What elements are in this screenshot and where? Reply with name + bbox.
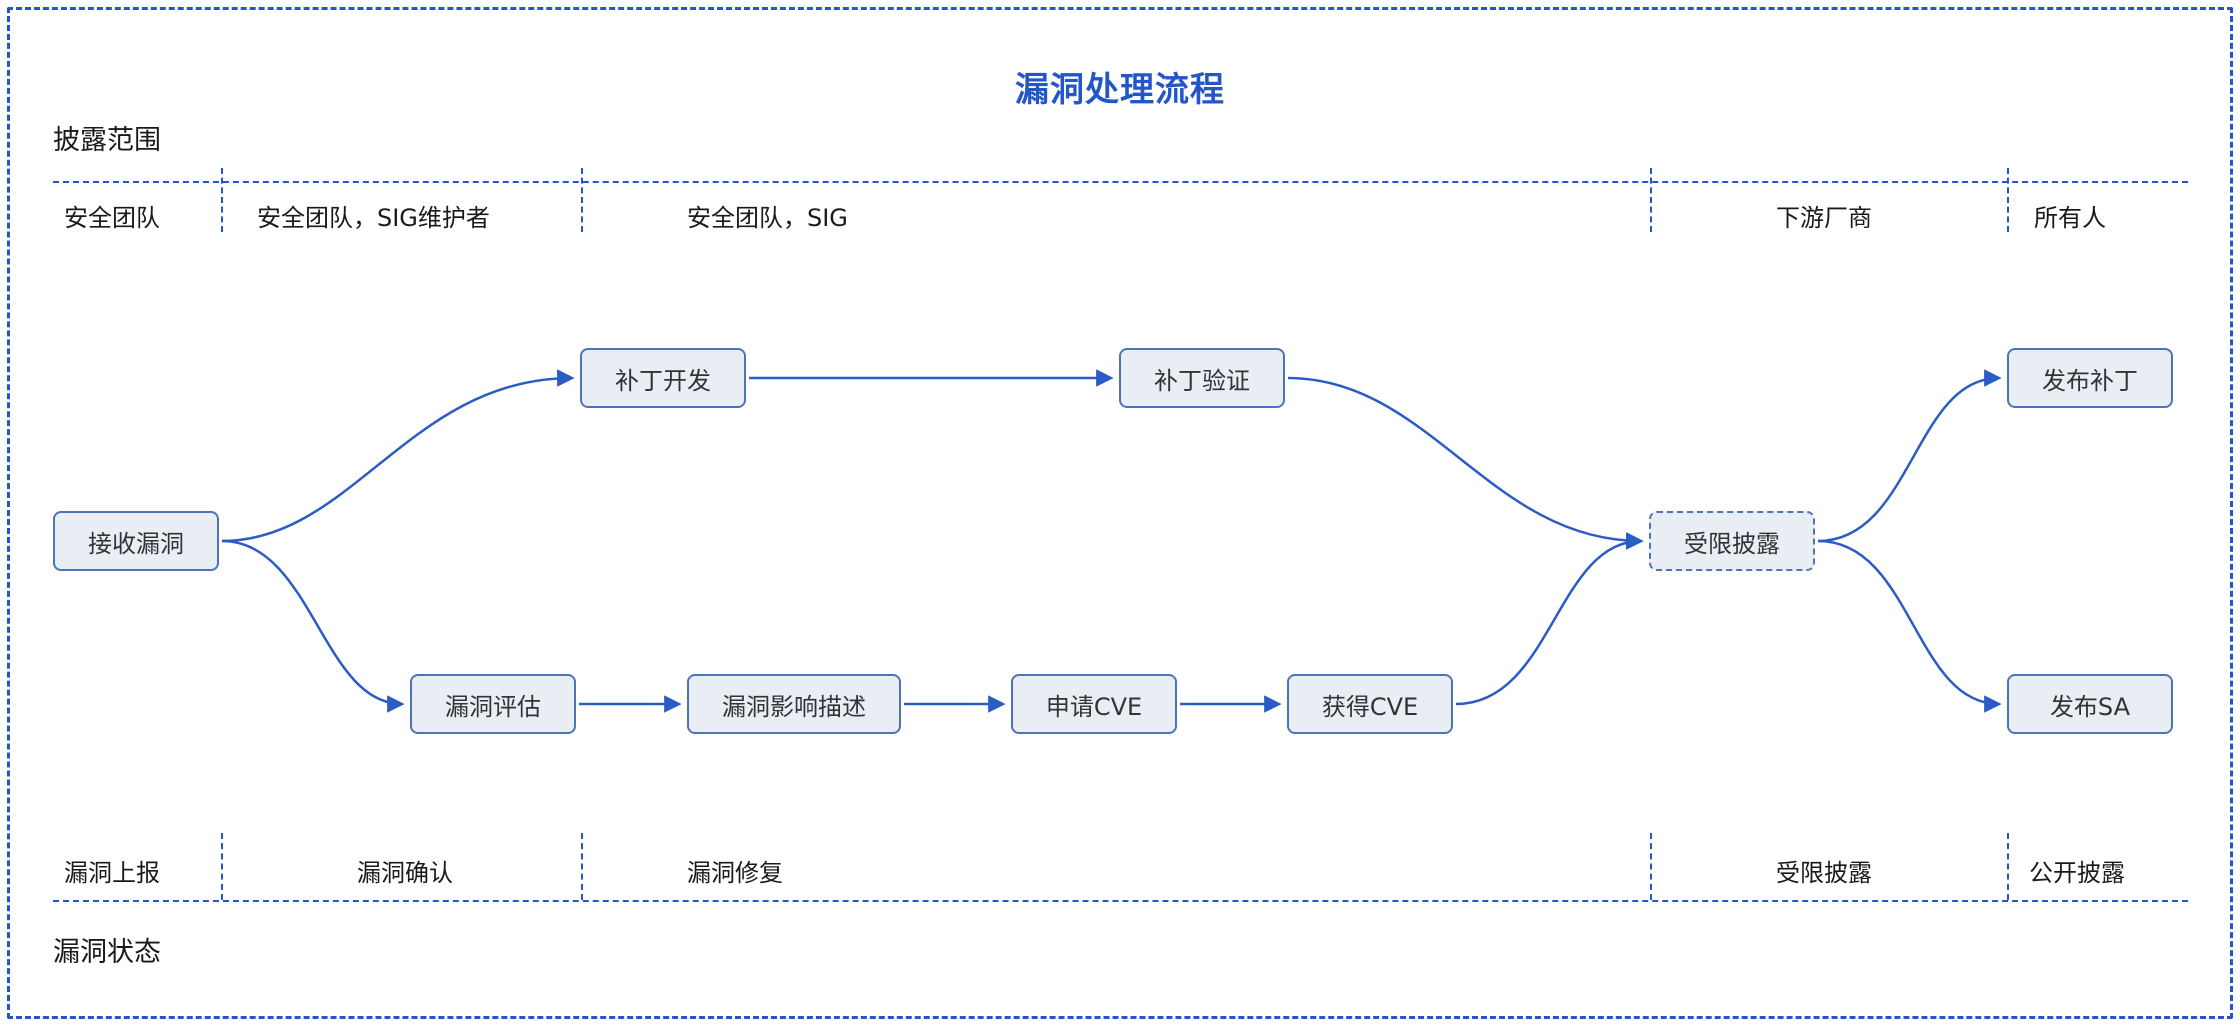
status-label-report: 漏洞上报 — [64, 859, 160, 887]
scope-label-security-team: 安全团队 — [64, 204, 160, 232]
status-label-confirm: 漏洞确认 — [357, 859, 453, 887]
node-receive-vulnerability: 接收漏洞 — [53, 511, 219, 571]
node-vulnerability-assessment: 漏洞评估 — [410, 674, 576, 734]
scope-axis-label: 披露范围 — [53, 125, 161, 156]
status-separator-1 — [221, 833, 223, 900]
status-separator-2 — [581, 833, 583, 900]
node-apply-cve: 申请CVE — [1011, 674, 1177, 734]
status-divider-line — [53, 900, 2188, 902]
edge-restricted-to-release-sa — [1817, 539, 2002, 713]
node-impact-description: 漏洞影响描述 — [687, 674, 901, 734]
scope-label-sig-maintainers: 安全团队，SIG维护者 — [257, 204, 490, 232]
edge-receive-to-assessment — [221, 539, 405, 713]
scope-label-downstream-vendors: 下游厂商 — [1776, 204, 1872, 232]
edge-obtain-cve-to-restricted — [1455, 532, 1644, 706]
node-release-patch: 发布补丁 — [2007, 348, 2173, 408]
scope-separator-2 — [581, 168, 583, 232]
node-patch-verification: 补丁验证 — [1119, 348, 1285, 408]
scope-label-everyone: 所有人 — [2034, 204, 2106, 232]
status-axis-label: 漏洞状态 — [53, 937, 161, 968]
scope-label-security-team-sig: 安全团队，SIG — [687, 204, 848, 232]
scope-separator-3 — [1650, 168, 1652, 232]
status-separator-4 — [2007, 833, 2009, 900]
status-label-restricted-disclosure: 受限披露 — [1776, 859, 1872, 887]
scope-separator-4 — [2007, 168, 2009, 232]
status-label-fix: 漏洞修复 — [687, 859, 783, 887]
scope-separator-1 — [221, 168, 223, 232]
scope-divider-line — [53, 181, 2188, 183]
node-release-sa: 发布SA — [2007, 674, 2173, 734]
diagram-title: 漏洞处理流程 — [1015, 70, 1225, 110]
edge-receive-to-patch-dev — [221, 369, 575, 543]
status-label-public-disclosure: 公开披露 — [2029, 859, 2125, 887]
edge-patch-verify-to-restricted — [1287, 376, 1644, 550]
node-obtain-cve: 获得CVE — [1287, 674, 1453, 734]
node-patch-development: 补丁开发 — [580, 348, 746, 408]
edge-restricted-to-release-patch — [1817, 369, 2002, 543]
node-restricted-disclosure: 受限披露 — [1649, 511, 1815, 571]
status-separator-3 — [1650, 833, 1652, 900]
